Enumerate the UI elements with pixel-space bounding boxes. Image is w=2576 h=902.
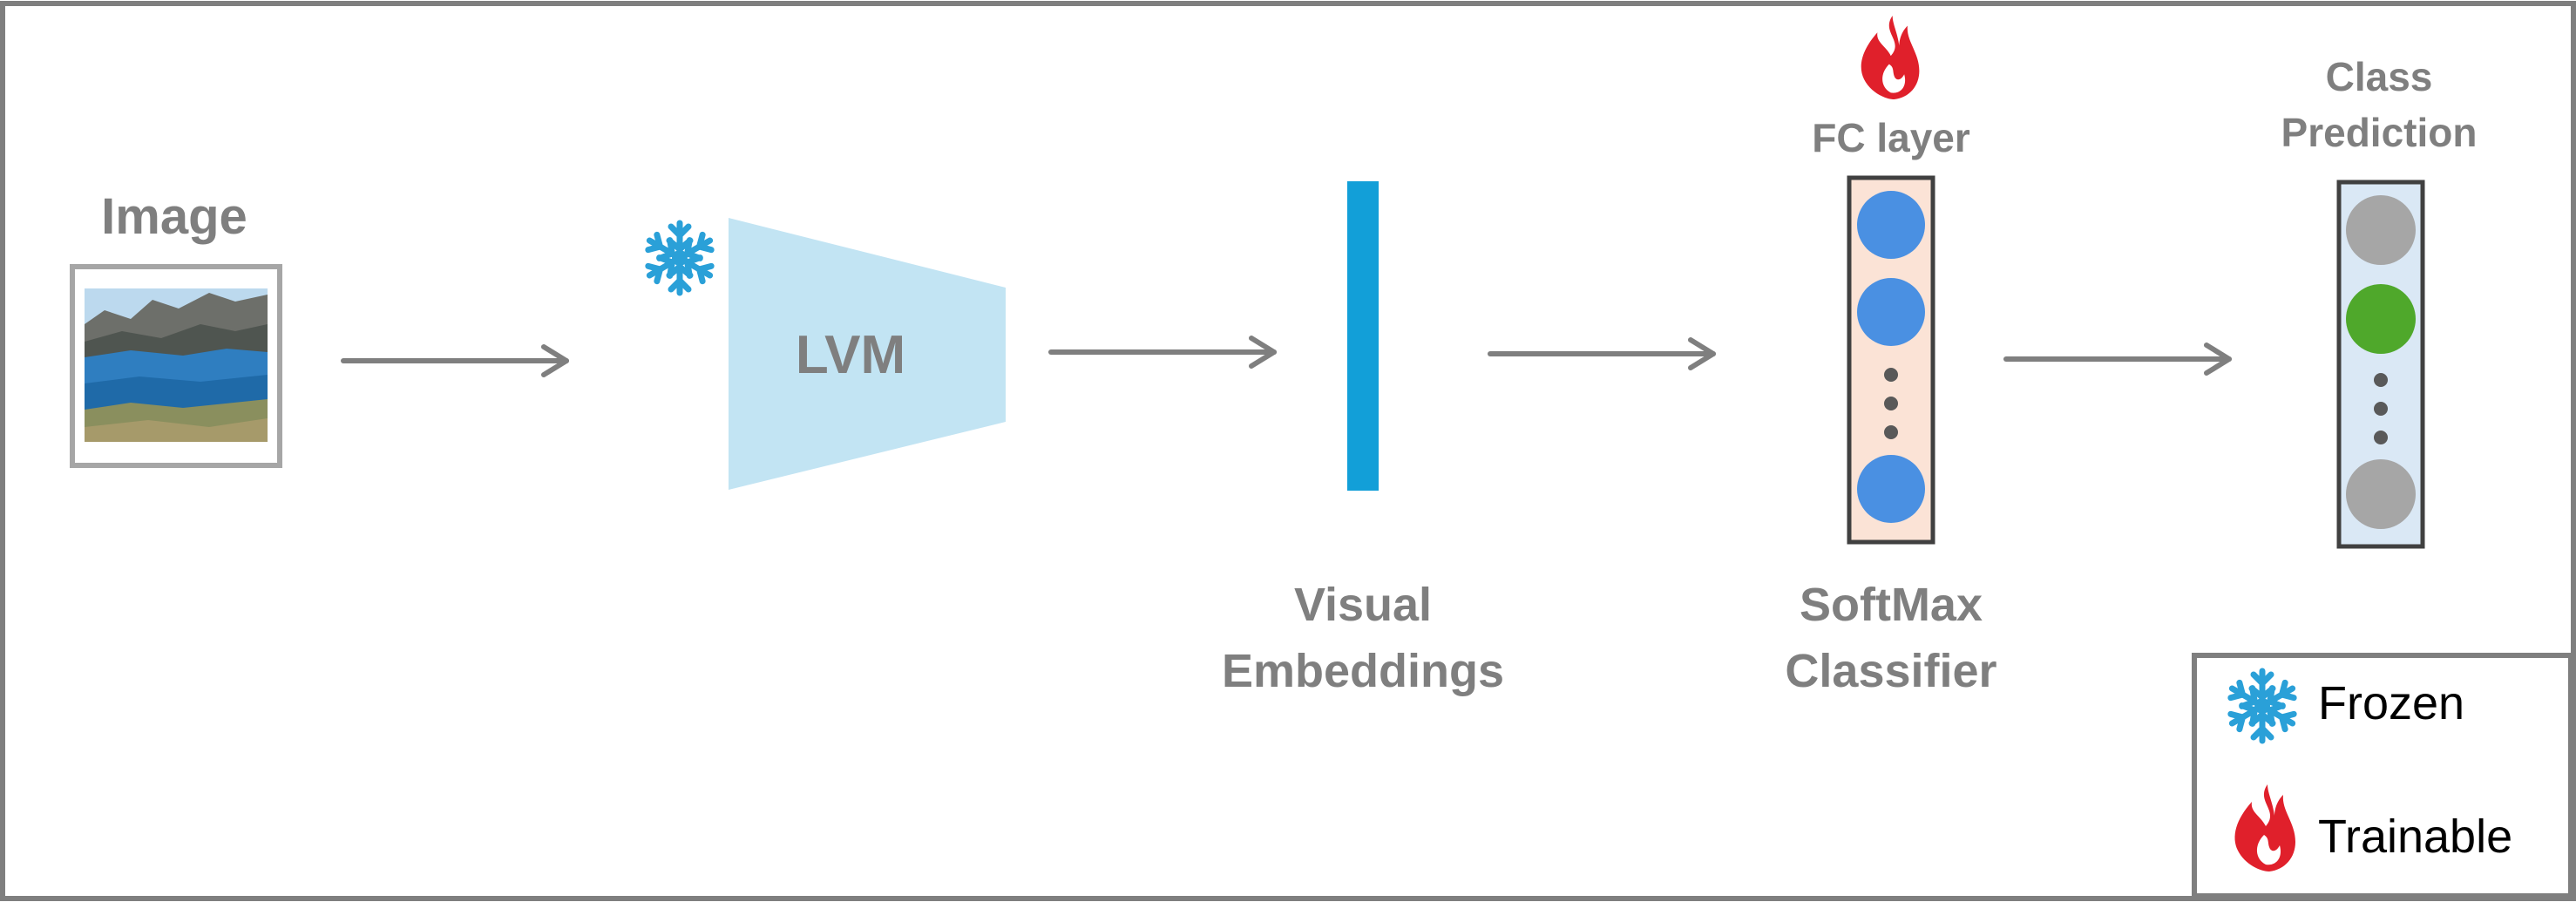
fc-node	[1857, 191, 1925, 259]
input-image-thumbnail	[70, 264, 282, 468]
fc-ellipsis-dot	[1884, 368, 1898, 382]
visual-embeddings-label-line2: Embeddings	[1222, 645, 1504, 697]
legend: Frozen Trainable	[2192, 653, 2573, 899]
lvm-label: LVM	[796, 325, 905, 385]
visual-embeddings-label-line1: Visual	[1294, 579, 1432, 631]
class-prediction-label-line1: Class	[2326, 54, 2433, 99]
arrow-embeddings-to-fc	[1488, 337, 1716, 370]
visual-embeddings-bar	[1347, 181, 1379, 491]
prediction-node	[2346, 195, 2416, 265]
fc-layer-box	[1847, 175, 1935, 545]
arrow-image-to-lvm	[341, 344, 569, 377]
softmax-label-line1: SoftMax	[1800, 579, 1983, 631]
arrow-lvm-to-embeddings	[1048, 336, 1277, 369]
prediction-ellipsis-dot	[2374, 402, 2388, 416]
prediction-ellipsis-dot	[2374, 431, 2388, 444]
fc-layer-label: FC layer	[1812, 115, 1970, 160]
legend-frozen-label: Frozen	[2318, 677, 2464, 729]
legend-trainable-label: Trainable	[2318, 810, 2512, 863]
prediction-node	[2346, 459, 2416, 529]
fc-ellipsis-dot	[1884, 397, 1898, 410]
arrow-fc-to-prediction	[2003, 342, 2232, 376]
prediction-ellipsis-dot	[2374, 373, 2388, 387]
fc-node	[1857, 278, 1925, 346]
prediction-node-selected	[2346, 284, 2416, 354]
class-prediction-box	[2336, 180, 2425, 549]
softmax-label-line2: Classifier	[1785, 645, 1996, 697]
class-prediction-label-line2: Prediction	[2281, 110, 2478, 155]
fc-node	[1857, 455, 1925, 523]
image-label: Image	[101, 188, 247, 245]
fc-ellipsis-dot	[1884, 425, 1898, 439]
lvm-encoder-trapezoid	[729, 218, 1006, 490]
